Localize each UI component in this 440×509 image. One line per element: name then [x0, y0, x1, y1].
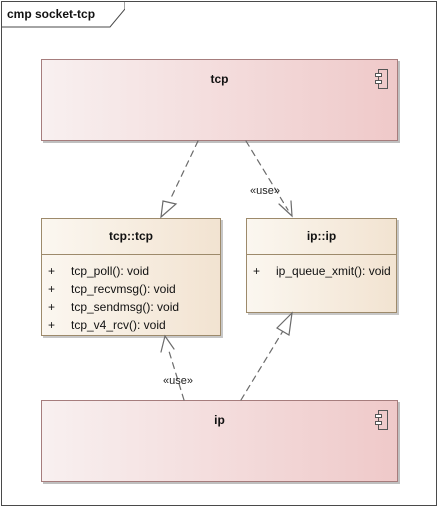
- method-row: + ip_queue_xmit(): void: [247, 262, 396, 280]
- tcp-component[interactable]: tcp: [41, 59, 398, 141]
- method-name: tcp_poll(): void: [71, 264, 150, 278]
- ip-class-title: ip::ip: [306, 229, 337, 243]
- ip-class-header: ip::ip: [247, 219, 396, 255]
- ip-component[interactable]: ip: [41, 400, 398, 482]
- tcp-class-box[interactable]: tcp::tcp + tcp_poll(): void + tcp_recvms…: [41, 218, 221, 336]
- method-visibility: +: [48, 264, 56, 278]
- tcp-class-header: tcp::tcp: [42, 219, 220, 255]
- tcp-component-title: tcp: [210, 72, 229, 86]
- ip-method-list: + ip_queue_xmit(): void: [247, 262, 396, 280]
- method-name: tcp_v4_rcv(): void: [71, 318, 166, 332]
- tcp-method-list: + tcp_poll(): void + tcp_recvmsg(): void…: [42, 262, 220, 334]
- ip-class-box[interactable]: ip::ip + ip_queue_xmit(): void: [246, 218, 397, 313]
- method-visibility: +: [253, 264, 261, 278]
- method-name: tcp_sendmsg(): void: [71, 300, 180, 314]
- tcp-to-ip-use-label: «use»: [250, 185, 280, 197]
- method-name: tcp_recvmsg(): void: [71, 282, 176, 296]
- method-row: + tcp_poll(): void: [42, 262, 220, 280]
- ip-component-title: ip: [214, 413, 225, 427]
- tcp-class-title: tcp::tcp: [109, 229, 153, 243]
- method-row: + tcp_v4_rcv(): void: [42, 316, 220, 334]
- method-visibility: +: [48, 300, 56, 314]
- method-visibility: +: [48, 282, 56, 296]
- method-row: + tcp_sendmsg(): void: [42, 298, 220, 316]
- method-name: ip_queue_xmit(): void: [276, 264, 391, 278]
- method-row: + tcp_recvmsg(): void: [42, 280, 220, 298]
- frame-tab-label: cmp socket-tcp: [7, 7, 96, 21]
- method-visibility: +: [48, 318, 56, 332]
- ip-to-tcp-use-label: «use»: [163, 375, 193, 387]
